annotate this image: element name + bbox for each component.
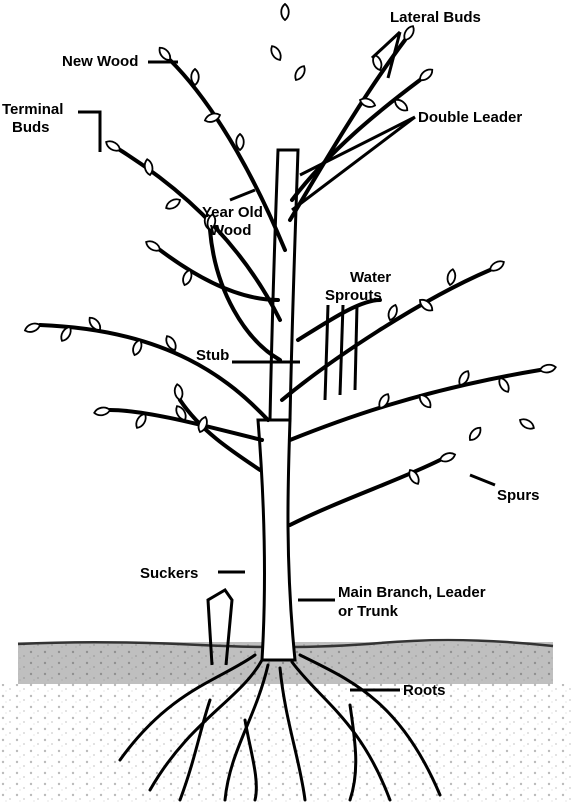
label-water-sprouts-2: Sprouts	[325, 287, 382, 304]
pointer-double-leader	[292, 117, 415, 210]
label-roots: Roots	[403, 682, 446, 699]
label-new-wood: New Wood	[62, 53, 138, 70]
label-terminal-buds-2: Buds	[12, 119, 50, 136]
label-double-leader: Double Leader	[418, 109, 522, 126]
pointer-spurs	[470, 475, 495, 485]
pointer-year-old-wood	[230, 190, 255, 200]
label-terminal-buds-1: Terminal	[2, 101, 63, 118]
label-spurs: Spurs	[497, 487, 540, 504]
label-year-old-wood-2: Wood	[210, 222, 251, 239]
label-stub: Stub	[196, 347, 229, 364]
ground	[0, 640, 571, 804]
trunk-drawing	[258, 150, 298, 660]
label-water-sprouts-1: Water	[350, 269, 391, 286]
pointer-terminal-buds	[78, 112, 100, 152]
label-lateral-buds: Lateral Buds	[390, 9, 481, 26]
label-main-branch-2: or Trunk	[338, 603, 399, 620]
label-year-old-wood-1: Year Old	[202, 204, 263, 221]
label-suckers: Suckers	[140, 565, 198, 582]
label-main-branch-1: Main Branch, Leader	[338, 584, 486, 601]
